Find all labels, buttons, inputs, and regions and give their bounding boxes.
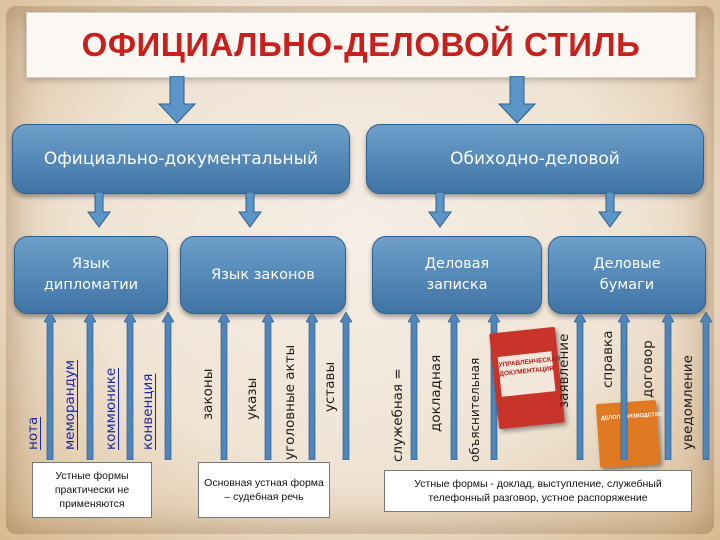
- arrow-down-icon: [157, 76, 197, 124]
- subcategory-business-note: Деловая записка: [372, 236, 542, 314]
- note-business-oral: Устные формы - доклад, выступление, служ…: [384, 470, 692, 512]
- note-laws-oral: Основная устная форма – судебная речь: [198, 462, 330, 518]
- note-text: Основная устная форма – судебная речь: [204, 477, 324, 503]
- genre-explanatory-note: объяснительная: [468, 357, 482, 462]
- up-arrow-bar: [618, 312, 630, 460]
- genre-criminal-acts: уголовные акты: [282, 344, 298, 460]
- arrow-down-icon: [87, 192, 111, 228]
- up-arrow-bar: [662, 312, 674, 460]
- genre-laws: законы: [200, 368, 216, 420]
- subcategory-diplomacy: Язык дипломатии: [14, 236, 168, 314]
- note-text: Устные формы практически не применяются: [54, 470, 130, 510]
- subcategory-business-papers: Деловые бумаги: [548, 236, 706, 314]
- category-label: Официально-документальный: [43, 149, 319, 169]
- subcategory-label: Язык законов: [211, 266, 315, 283]
- up-arrow-bar: [162, 312, 174, 460]
- genre-decrees: указы: [244, 377, 260, 420]
- arrow-down-icon: [497, 76, 537, 124]
- subcategory-label: Деловые бумаги: [593, 256, 661, 293]
- genre-service-note: служебная =: [390, 368, 406, 462]
- genre-memorandum[interactable]: меморандум: [62, 359, 78, 450]
- genre-report-note: докладная: [428, 354, 444, 432]
- arrow-down-icon: [238, 192, 262, 228]
- up-arrow-bar: [408, 312, 420, 460]
- subcategory-label: Язык дипломатии: [43, 256, 139, 293]
- book-title: УПРАВЛЕНЧЕСКАЯ ДОКУМЕНТАЦИЯ: [497, 351, 561, 397]
- subcategory-laws: Язык законов: [180, 236, 346, 314]
- arrow-down-icon: [598, 192, 622, 228]
- genre-application: заявление: [556, 333, 572, 408]
- page-title: ОФИЦИАЛЬНО-ДЕЛОВОЙ СТИЛЬ: [81, 26, 641, 63]
- genre-certificate: справка: [600, 330, 616, 388]
- up-arrow-bar: [700, 312, 712, 460]
- category-everyday-business: Обиходно-деловой: [366, 124, 704, 194]
- note-diplomacy-oral: Устные формы практически не применяются: [32, 462, 152, 518]
- up-arrow-bar: [306, 312, 318, 460]
- subcategory-label: Деловая записка: [424, 256, 490, 293]
- up-arrow-bar: [340, 312, 352, 460]
- genre-notification: уведомление: [680, 355, 696, 450]
- genre-contract: договор: [640, 340, 656, 398]
- arrow-down-icon: [428, 192, 452, 228]
- title-banner: ОФИЦИАЛЬНО-ДЕЛОВОЙ СТИЛЬ: [26, 12, 696, 78]
- up-arrow-bar: [262, 312, 274, 460]
- book-cover-image: УПРАВЛЕНЧЕСКАЯ ДОКУМЕНТАЦИЯ: [489, 326, 565, 430]
- category-label: Обиходно-деловой: [450, 149, 620, 169]
- up-arrow-bar: [124, 312, 136, 460]
- category-official-documentary: Официально-документальный: [12, 124, 350, 194]
- genre-communique[interactable]: коммюнике: [103, 367, 119, 450]
- up-arrow-bar: [44, 312, 56, 460]
- genre-statutes: уставы: [322, 361, 338, 412]
- genre-nota[interactable]: нота: [25, 416, 41, 450]
- genre-convention[interactable]: конвенция: [140, 373, 156, 450]
- up-arrow-bar: [218, 312, 230, 460]
- up-arrow-bar: [448, 312, 460, 460]
- up-arrow-bar: [84, 312, 96, 460]
- note-text: Устные формы - доклад, выступление, служ…: [414, 478, 662, 504]
- up-arrow-bar: [574, 312, 586, 460]
